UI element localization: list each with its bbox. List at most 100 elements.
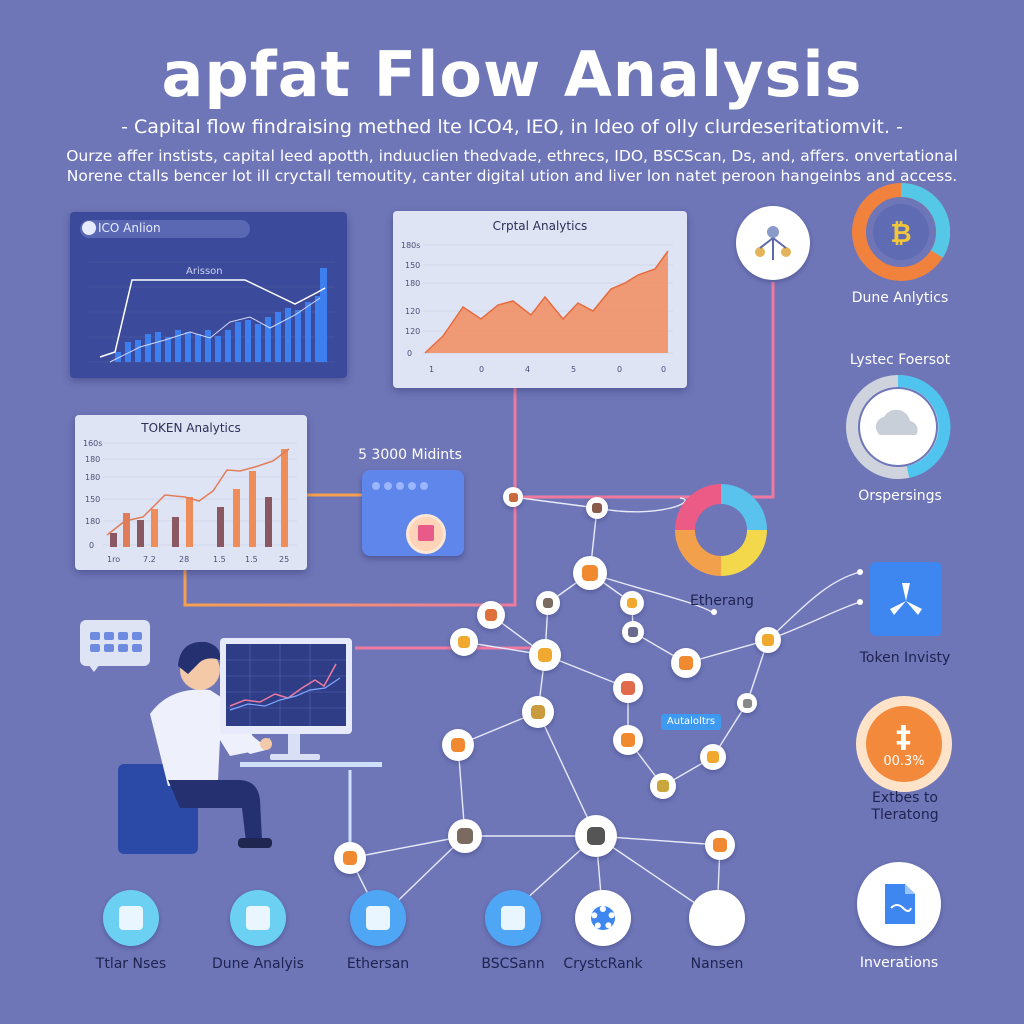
blank-circle-icon[interactable] — [689, 890, 745, 946]
network-tag: Autaloltrs — [661, 714, 721, 730]
stack-node-icon[interactable] — [705, 830, 735, 860]
network-hub-icon[interactable] — [736, 206, 810, 280]
inverations-label: Inverations — [859, 955, 939, 971]
description-line-1: Ourze affer instists, capital leed apott… — [66, 147, 958, 165]
token-y-tick: 0 — [89, 541, 95, 550]
extbes-value: 00.3% — [883, 754, 925, 769]
heart-node-icon[interactable] — [613, 673, 643, 703]
token-y-tick: 180 — [85, 517, 101, 526]
capital-y-tick: 120 — [405, 307, 421, 316]
coin-icon[interactable] — [450, 628, 478, 656]
stack-node-icon[interactable] — [334, 842, 366, 874]
token-x-tick: 28 — [179, 555, 190, 564]
network-node-icon[interactable] — [536, 591, 560, 615]
capital-y-tick: 150 — [405, 261, 421, 270]
coin-icon[interactable] — [529, 639, 561, 671]
capital-analytics-panel: Crptal Analytics 180s 150 180 120 120 0 1 0 4 5 0… — [393, 211, 687, 388]
token-invisty-tile[interactable] — [870, 562, 942, 636]
ico-tab[interactable]: ICO Anlion — [80, 220, 250, 238]
bottom-label-3: BSCSann — [481, 956, 545, 972]
network-node-icon[interactable] — [737, 693, 757, 713]
widget-dots — [372, 482, 428, 490]
document-icon[interactable] — [350, 890, 406, 946]
network-node-icon[interactable] — [586, 497, 608, 519]
paper-plane-icon[interactable] — [230, 890, 286, 946]
bottom-label-0: Ttlar Nses — [95, 956, 167, 972]
capital-chart — [423, 244, 673, 354]
token-invisty-label: Token Invisty — [859, 650, 951, 666]
ico-tab-label: ICO Anlion — [98, 221, 161, 235]
capital-x-tick: 0 — [479, 365, 485, 374]
token-bars — [110, 449, 288, 547]
donut-chart — [675, 484, 767, 576]
middle-widget[interactable] — [362, 470, 464, 556]
gear-icon[interactable] — [575, 890, 631, 946]
extbes-label: Extbes to Tleratong — [830, 790, 980, 824]
page-title: apfat Flow Analysis — [161, 38, 863, 111]
extbes-label-line-1: Extbes to — [872, 790, 938, 806]
capital-x-tick: 4 — [525, 365, 531, 374]
token-y-tick: 180 — [85, 455, 101, 464]
mail-node-icon[interactable] — [575, 815, 617, 857]
document-node-icon[interactable] — [622, 621, 644, 643]
ico-logo-icon — [82, 221, 96, 235]
network-node-icon[interactable] — [477, 601, 505, 629]
bottom-label-5: Nansen — [690, 956, 744, 972]
extbes-label-line-2: Tleratong — [871, 807, 939, 823]
coin-icon[interactable] — [700, 744, 726, 770]
user-search-icon[interactable] — [485, 890, 541, 946]
plus-icon: ‡ — [896, 720, 911, 755]
extbes-badge: ‡ 00.3% — [856, 696, 952, 792]
capital-x-tick: 0 — [661, 365, 667, 374]
bottom-label-4: CrystcRank — [563, 956, 643, 972]
ico-chart-label: Arisson — [186, 266, 223, 277]
ether-crystal-icon[interactable] — [103, 890, 159, 946]
capital-x-tick: 1 — [429, 365, 435, 374]
chart-node-icon[interactable] — [671, 648, 701, 678]
inverations-icon[interactable] — [857, 862, 941, 946]
capital-y-tick: 0 — [407, 349, 413, 358]
fan-icon — [890, 583, 922, 615]
token-x-tick: 1.5 — [213, 555, 226, 564]
network-node-icon[interactable] — [573, 556, 607, 590]
coin-icon[interactable] — [620, 591, 644, 615]
network-node-icon[interactable] — [755, 627, 781, 653]
bitcoin-donut-icon: ₿ — [852, 183, 950, 281]
svg-text:₿: ₿ — [890, 219, 911, 249]
capital-y-tick: 180s — [401, 241, 421, 250]
token-x-tick: 1ro — [107, 555, 121, 564]
description-line-2: Norene ctalls bencer lot ill cryctall te… — [66, 167, 958, 185]
token-y-tick: 180 — [85, 473, 101, 482]
document-icon — [885, 884, 915, 924]
analyst-illustration — [118, 638, 382, 854]
ico-bars — [115, 268, 327, 362]
capital-x-tick: 5 — [571, 365, 577, 374]
token-analytics-title: TOKEN Analytics — [141, 421, 241, 435]
widget-badge-icon — [406, 514, 446, 554]
home-node-icon[interactable] — [613, 725, 643, 755]
page-subtitle: - Capital flow findraising methed lte IC… — [121, 116, 903, 138]
capital-y-tick: 180 — [405, 279, 421, 288]
orspersings-label: Orspersings — [858, 488, 942, 504]
chat-bubble-icon[interactable] — [80, 620, 150, 672]
heart-node-icon[interactable] — [650, 773, 676, 799]
token-y-tick: 160s — [83, 439, 103, 448]
location-node-icon[interactable] — [442, 729, 474, 761]
ico-chart — [88, 261, 335, 363]
page-description: Ourze affer instists, capital leed apott… — [60, 146, 964, 186]
token-x-tick: 7.2 — [143, 555, 156, 564]
network-node-icon[interactable] — [522, 696, 554, 728]
capital-analytics-title: Crptal Analytics — [492, 219, 588, 233]
capital-x-tick: 0 — [617, 365, 623, 374]
ico-analysis-panel: ICO Anlion Arisson — [70, 212, 347, 378]
lystec-title: Lystec Foersot — [849, 352, 951, 368]
middle-widget-caption: 5 3000 Midints — [358, 447, 462, 463]
token-x-tick: 1.5 — [245, 555, 258, 564]
network-node-icon[interactable] — [503, 487, 523, 507]
capital-y-tick: 120 — [405, 327, 421, 336]
cube-node-icon[interactable] — [448, 819, 482, 853]
token-chart — [103, 442, 297, 547]
bottom-label-1: Dune Analyis — [212, 956, 304, 972]
ethereng-label: Etherang — [690, 593, 754, 609]
